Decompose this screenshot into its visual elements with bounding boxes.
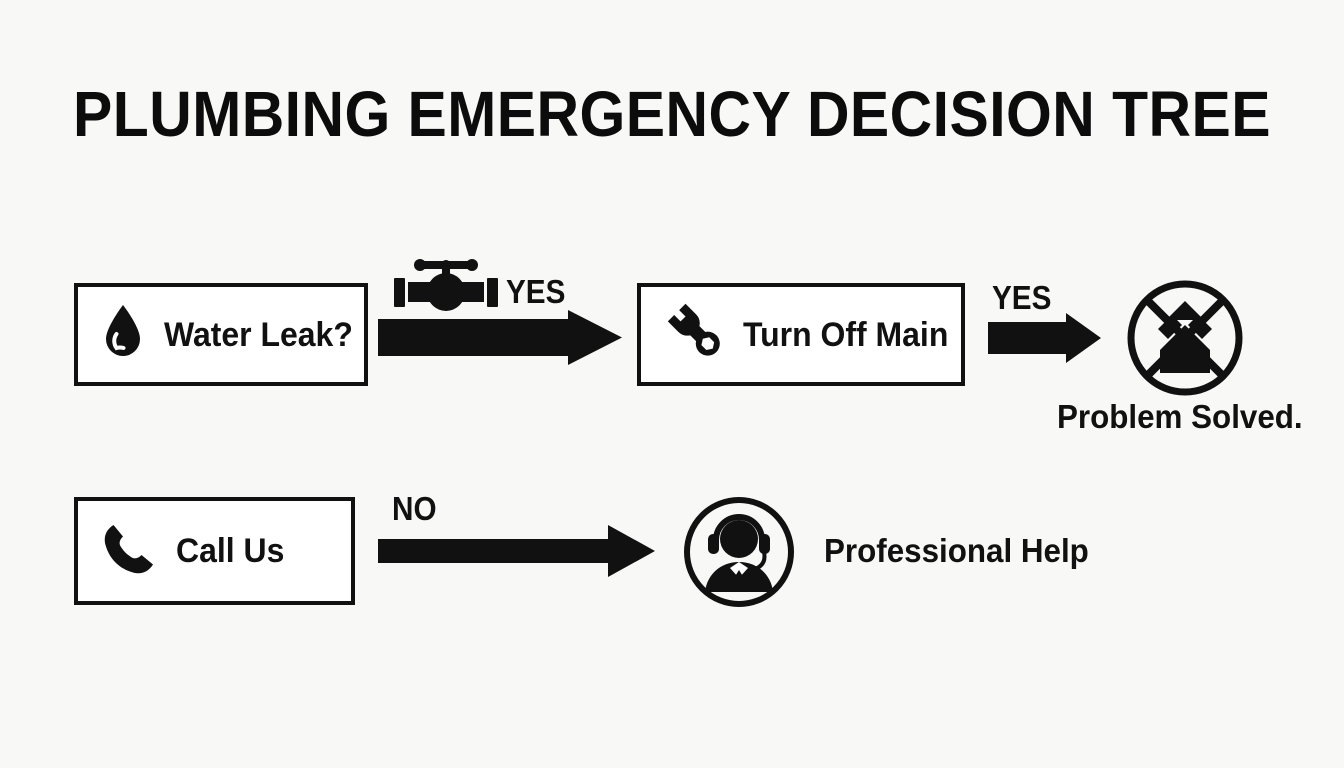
- page-title: PLUMBING EMERGENCY DECISION TREE: [73, 78, 1271, 150]
- node-call-us[interactable]: Call Us: [74, 497, 355, 605]
- wrench-icon: [663, 302, 725, 367]
- node-turn-off-main-label: Turn Off Main: [743, 315, 949, 354]
- node-professional-help-label: Professional Help: [824, 532, 1089, 569]
- node-professional-help-icon[interactable]: [681, 494, 797, 615]
- edge-label-yes-1: YES: [506, 273, 566, 310]
- node-call-us-label: Call Us: [176, 532, 285, 570]
- edge-label-no-1: NO: [392, 490, 437, 527]
- node-water-leak[interactable]: Water Leak?: [74, 283, 368, 386]
- phone-handset-icon: [100, 520, 158, 583]
- node-problem-solved-icon[interactable]: [1124, 277, 1246, 404]
- arrow-yes-2: [988, 313, 1101, 368]
- node-water-leak-label: Water Leak?: [164, 315, 353, 354]
- arrow-no-1: [378, 525, 655, 582]
- shutoff-valve-icon: [392, 254, 500, 321]
- edge-label-yes-2: YES: [992, 279, 1052, 316]
- node-problem-solved-label: Problem Solved.: [1057, 398, 1303, 435]
- water-drop-icon: [100, 303, 146, 366]
- arrow-yes-1: [378, 310, 622, 370]
- node-turn-off-main[interactable]: Turn Off Main: [637, 283, 965, 386]
